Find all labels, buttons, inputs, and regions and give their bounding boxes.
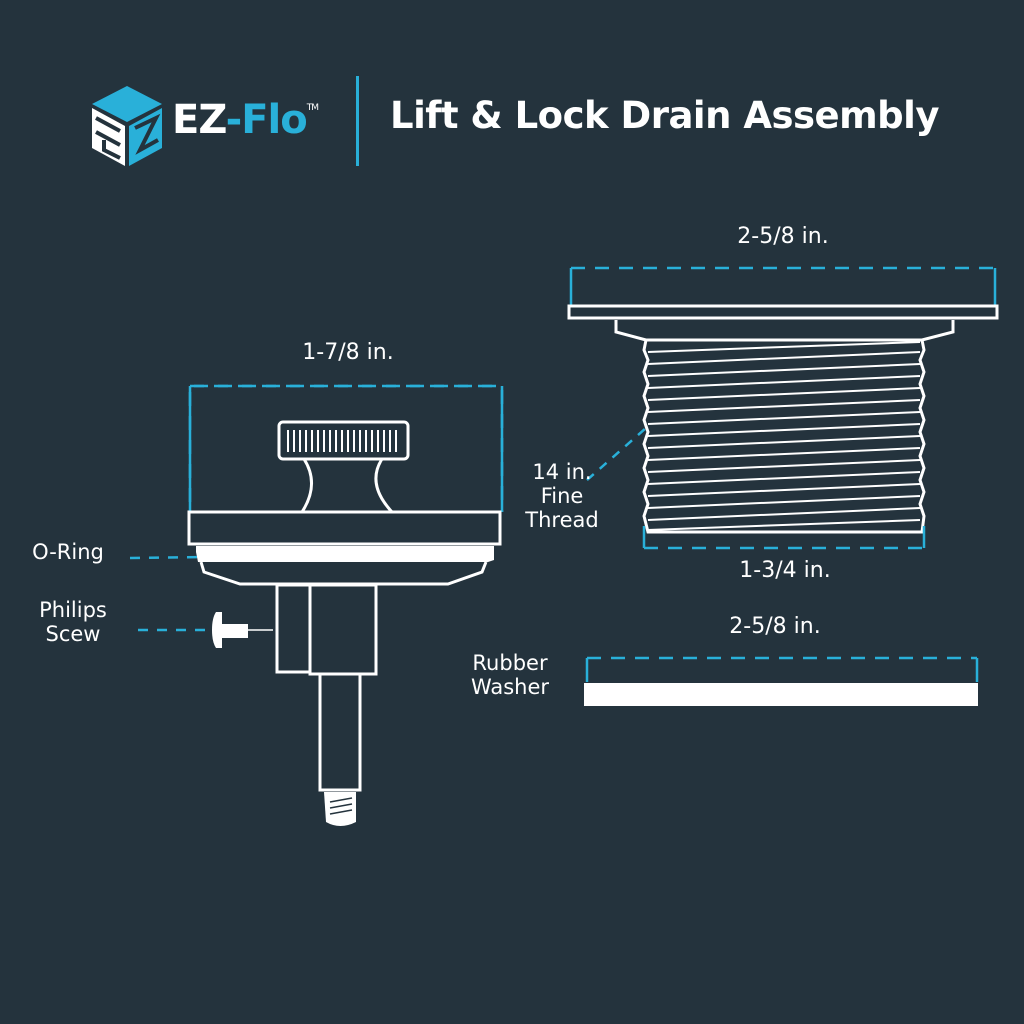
- thread-label-line1: 14 in.: [532, 460, 592, 484]
- drain-body-drawing: [567, 266, 999, 550]
- header-divider: [356, 76, 359, 166]
- flange-width-label: 2-5/8 in.: [737, 224, 829, 249]
- stopper-drawing: [129, 384, 504, 826]
- thread-label-line3: Thread: [525, 508, 599, 533]
- thread-label-line2: Fine: [540, 484, 584, 509]
- philips-screw-label: Philips Scew: [20, 598, 126, 646]
- stopper-width-label: 1-7/8 in.: [302, 340, 394, 365]
- philips-screw-label-line2: Scew: [45, 622, 101, 647]
- rubber-washer-label-line2: Washer: [470, 675, 550, 700]
- rubber-washer-drawing: [584, 656, 979, 706]
- brand-name-flo: -Flo: [225, 97, 308, 143]
- thread-width-label: 1-3/4 in.: [739, 558, 831, 583]
- brand-wordmark: EZ-FloTM: [172, 97, 319, 143]
- o-ring-label: O-Ring: [32, 540, 104, 564]
- rubber-washer-label: Rubber Washer: [460, 651, 560, 699]
- thread-label: 14 in. Fine Thread: [512, 460, 612, 532]
- brand-trademark: TM: [306, 103, 319, 113]
- ez-cube-logo-icon: [92, 86, 162, 166]
- philips-screw-label-line1: Philips: [39, 598, 107, 622]
- washer-width-label: 2-5/8 in.: [729, 614, 821, 639]
- page-title: Lift & Lock Drain Assembly: [390, 94, 939, 137]
- brand-name-ez: EZ: [172, 97, 227, 143]
- rubber-washer-label-line1: Rubber: [472, 651, 548, 675]
- screw-icon: [212, 612, 248, 648]
